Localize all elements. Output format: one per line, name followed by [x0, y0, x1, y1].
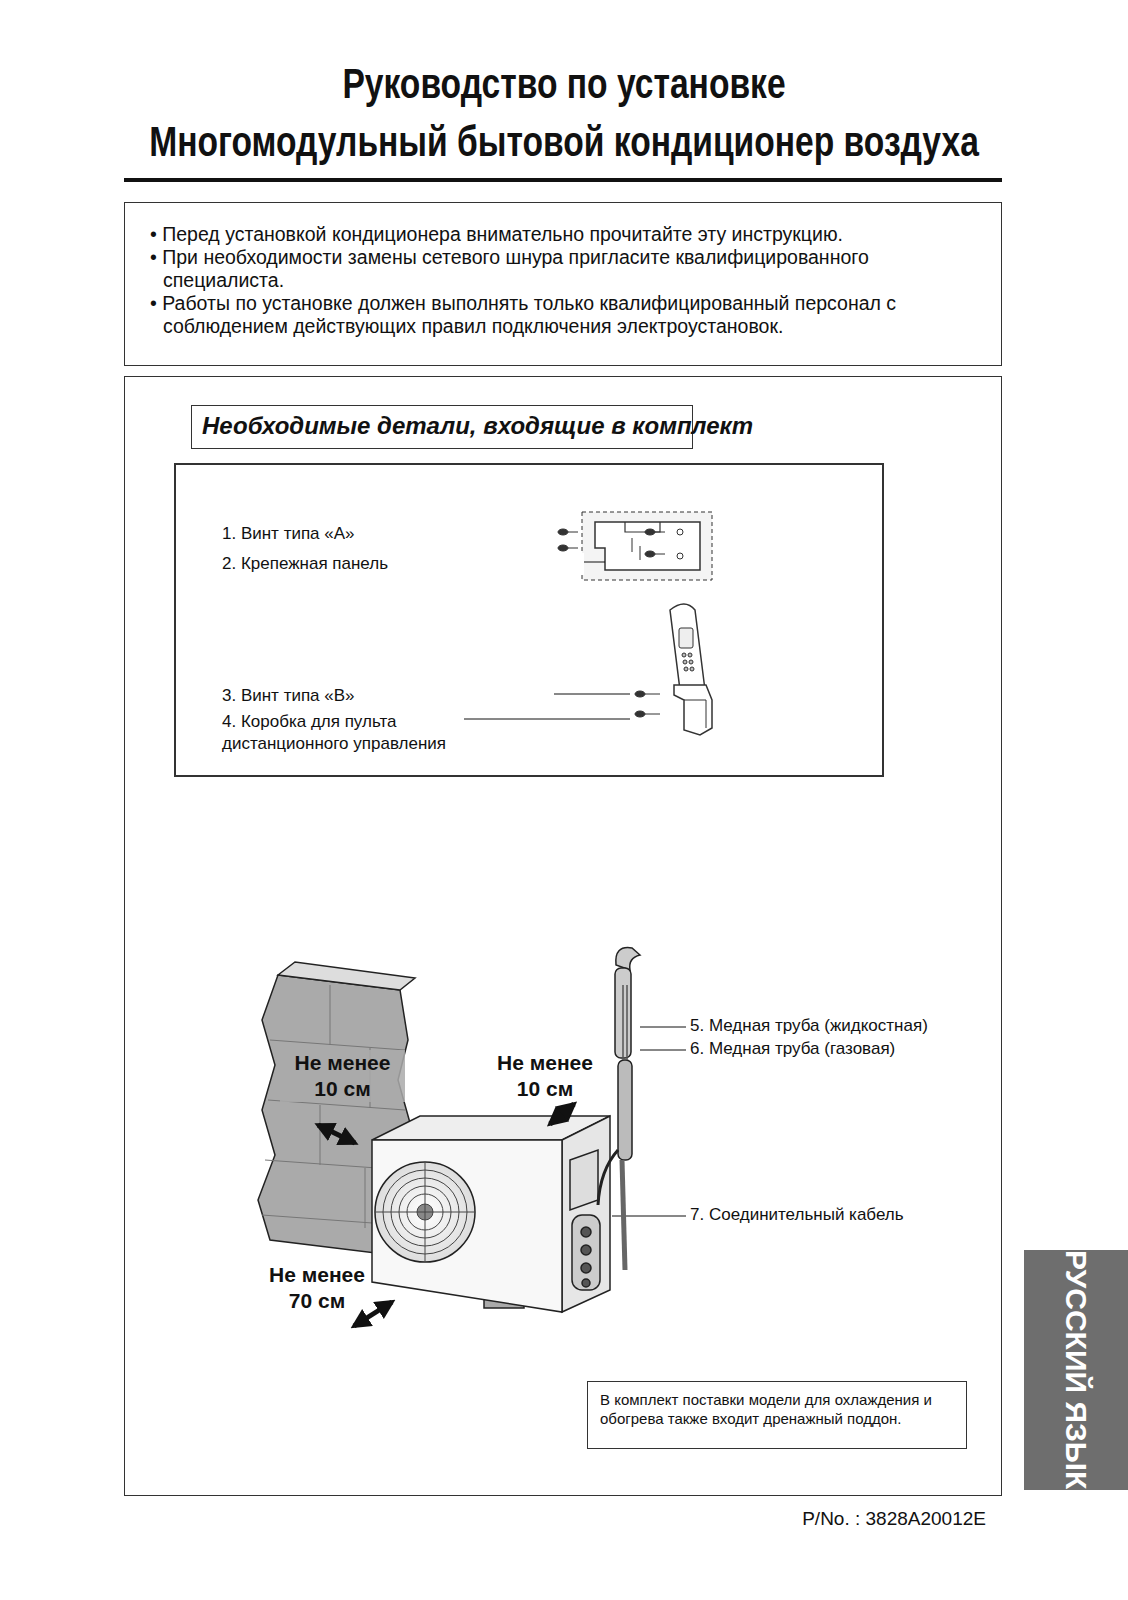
section-heading: Необходимые детали, входящие в комплект — [202, 412, 682, 440]
dimension-label: Не менее 10 см — [280, 1050, 405, 1102]
notice-item: • При необходимости замены сетевого шнур… — [163, 246, 981, 292]
part-label: 6. Медная труба (газовая) — [690, 1039, 990, 1059]
part-label: 2. Крепежная панель — [222, 553, 584, 575]
pipe-bundle — [598, 948, 640, 1270]
outdoor-unit — [372, 1116, 610, 1312]
part-label: 1. Винт типа «A» — [222, 523, 554, 545]
parts-box: 1. Винт типа «A» 2. Крепежная панель 3. Ви… — [174, 463, 884, 777]
notice-item: • Перед установкой кондиционера внимател… — [163, 223, 981, 246]
title-rule — [124, 178, 1002, 182]
note-box: В комплект поставки модели для охлаждени… — [587, 1381, 967, 1449]
dimension-label: Не менее 10 см — [484, 1050, 606, 1102]
part-label: 3. Винт типа «B» — [222, 685, 554, 707]
notice-item: • Работы по установке должен выполнять т… — [163, 292, 981, 338]
note-text: В комплект поставки модели для охлаждени… — [600, 1390, 954, 1428]
language-tab-text: РУССКИЙ ЯЗЫК — [1059, 1250, 1093, 1489]
part-label: 7. Соединительный кабель — [690, 1205, 990, 1225]
part-number: P/No. : 3828A20012E — [700, 1508, 986, 1530]
section-heading-box: Необходимые детали, входящие в комплект — [191, 405, 693, 449]
part-label: 5. Медная труба (жидкостная) — [690, 1016, 990, 1036]
section-box: Необходимые детали, входящие в комплект 1… — [124, 376, 1002, 1496]
language-tab: РУССКИЙ ЯЗЫК — [1024, 1250, 1128, 1490]
leader-lines — [372, 532, 686, 1216]
remote-control-holder — [635, 604, 712, 735]
subtitle: Многомодульный бытовой кондиционер возду… — [113, 118, 1015, 166]
title: Руководство по установке — [113, 60, 1015, 108]
notice-box: • Перед установкой кондиционера внимател… — [124, 202, 1002, 366]
part-label: 4. Коробка для пульта дистанционного упр… — [222, 711, 464, 755]
dimension-label: Не менее 70 см — [256, 1262, 378, 1314]
clearance-arrows — [318, 1104, 574, 1326]
